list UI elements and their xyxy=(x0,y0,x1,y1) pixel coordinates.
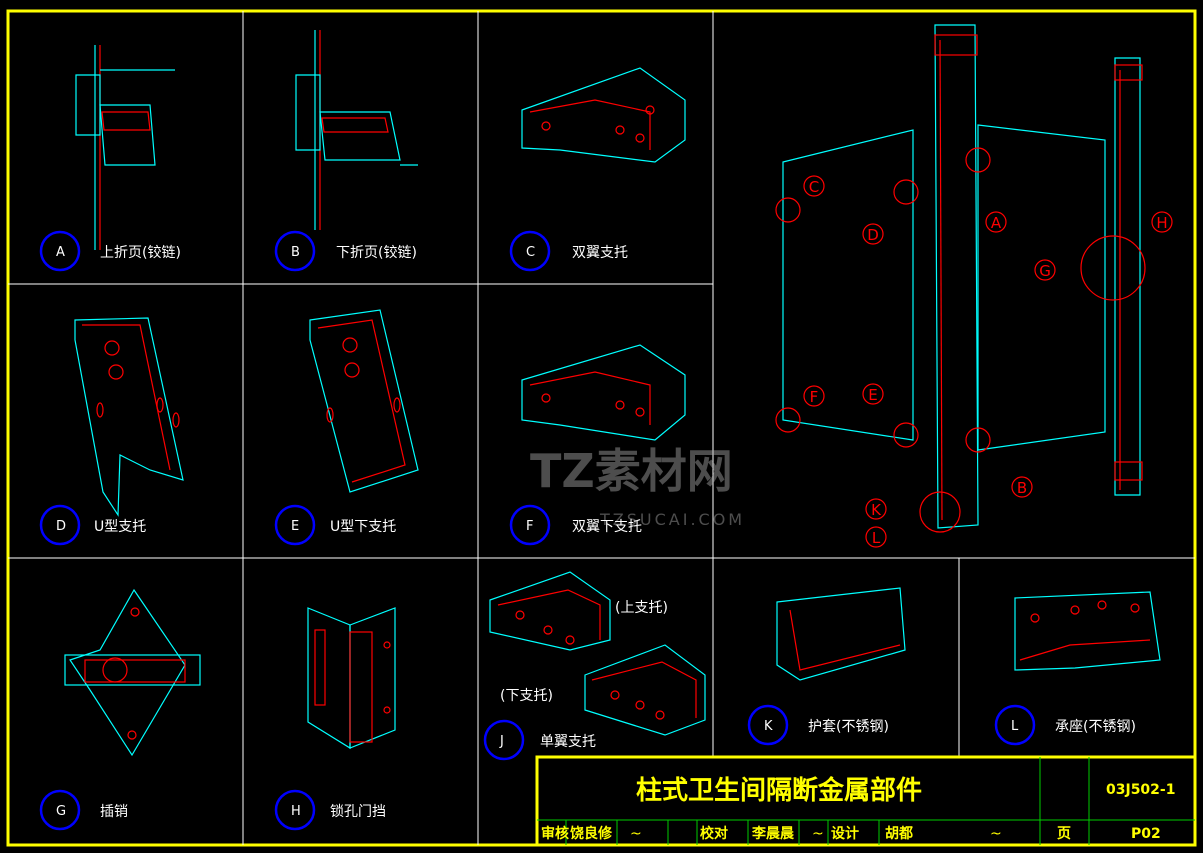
callout-h: H xyxy=(1156,214,1167,232)
checker-signature: ~ xyxy=(812,826,824,842)
svg-text:双翼支托: 双翼支托 xyxy=(572,245,628,261)
svg-text:上折页(铰链): 上折页(铰链) xyxy=(100,245,181,261)
part-d-drawing xyxy=(74,317,184,517)
svg-text:审核: 审核 xyxy=(541,825,569,842)
svg-text:承座(不锈钢): 承座(不锈钢) xyxy=(1055,719,1136,735)
upper-support-label: (上支托) xyxy=(615,600,668,616)
callout-e: E xyxy=(868,386,877,404)
svg-text:C: C xyxy=(526,245,535,260)
part-j-drawing xyxy=(489,571,706,736)
assembly-callouts: C D A H G F E B K L xyxy=(803,175,1173,548)
callout-f: F xyxy=(810,388,819,406)
callout-k: K xyxy=(871,501,882,519)
part-h-drawing xyxy=(307,607,396,750)
part-k-drawing xyxy=(776,587,906,681)
svg-text:TZ素材网: TZ素材网 xyxy=(530,444,733,498)
svg-text:下折页(铰链): 下折页(铰链) xyxy=(336,245,417,261)
callout-g: G xyxy=(1039,262,1051,280)
drawing-title: 柱式卫生间隔断金属部件 xyxy=(636,775,922,806)
part-a-drawing xyxy=(75,45,175,250)
svg-text:锁孔门挡: 锁孔门挡 xyxy=(330,804,386,820)
designer-signature: ~ xyxy=(990,826,1002,842)
svg-text:校对: 校对 xyxy=(700,825,728,842)
part-g-drawing xyxy=(64,588,201,757)
part-c-drawing xyxy=(521,67,686,163)
svg-text:设计: 设计 xyxy=(831,825,859,842)
grid-lines xyxy=(8,11,1195,845)
lower-support-label: (下支托) xyxy=(500,688,553,704)
svg-text:胡都: 胡都 xyxy=(885,825,913,842)
drawing-number: 03J502-1 xyxy=(1106,782,1175,798)
svg-text:U型下支托: U型下支托 xyxy=(330,519,396,535)
svg-text:F: F xyxy=(526,519,533,534)
svg-text:单翼支托: 单翼支托 xyxy=(540,734,596,750)
svg-text:护套(不锈钢): 护套(不锈钢) xyxy=(808,719,889,735)
svg-text:J: J xyxy=(499,734,504,749)
assembly-drawing xyxy=(775,24,1146,533)
svg-text:插销: 插销 xyxy=(100,804,128,820)
svg-text:K: K xyxy=(764,719,773,734)
svg-text:李晨晨: 李晨晨 xyxy=(751,825,795,842)
svg-text:H: H xyxy=(291,804,301,819)
callout-l: L xyxy=(872,529,881,547)
callout-c: C xyxy=(809,178,819,196)
page-number: P02 xyxy=(1131,826,1161,842)
svg-text:G: G xyxy=(56,804,66,819)
part-b-drawing xyxy=(295,30,418,230)
part-l-drawing xyxy=(1014,591,1161,671)
svg-text:A: A xyxy=(56,245,65,260)
svg-text:L: L xyxy=(1011,719,1019,734)
svg-text:双翼下支托: 双翼下支托 xyxy=(572,519,642,535)
callout-a: A xyxy=(991,214,1002,232)
svg-text:TZSUCAI.COM: TZSUCAI.COM xyxy=(599,510,745,529)
watermark: TZ素材网 TZSUCAI.COM xyxy=(530,444,745,529)
callout-d: D xyxy=(867,226,879,244)
callout-b: B xyxy=(1017,479,1027,497)
svg-text:页: 页 xyxy=(1057,826,1071,842)
reviewer-signature: ~ xyxy=(630,826,642,842)
part-e-drawing xyxy=(309,309,419,493)
svg-text:B: B xyxy=(291,245,300,260)
svg-text:E: E xyxy=(291,519,299,534)
svg-text:U型支托: U型支托 xyxy=(94,519,146,535)
part-f-drawing xyxy=(521,344,686,441)
svg-text:饶良修: 饶良修 xyxy=(570,825,613,842)
part-labels: A 上折页(铰链) B 下折页(铰链) C 双翼支托 D U型支托 E U型下支托 F 双翼… xyxy=(39,230,1136,831)
svg-text:D: D xyxy=(56,519,66,534)
title-block: 柱式卫生间隔断金属部件 03J502-1 审核 饶良修 ~ 校对 李晨晨 ~ 设… xyxy=(535,755,1197,847)
